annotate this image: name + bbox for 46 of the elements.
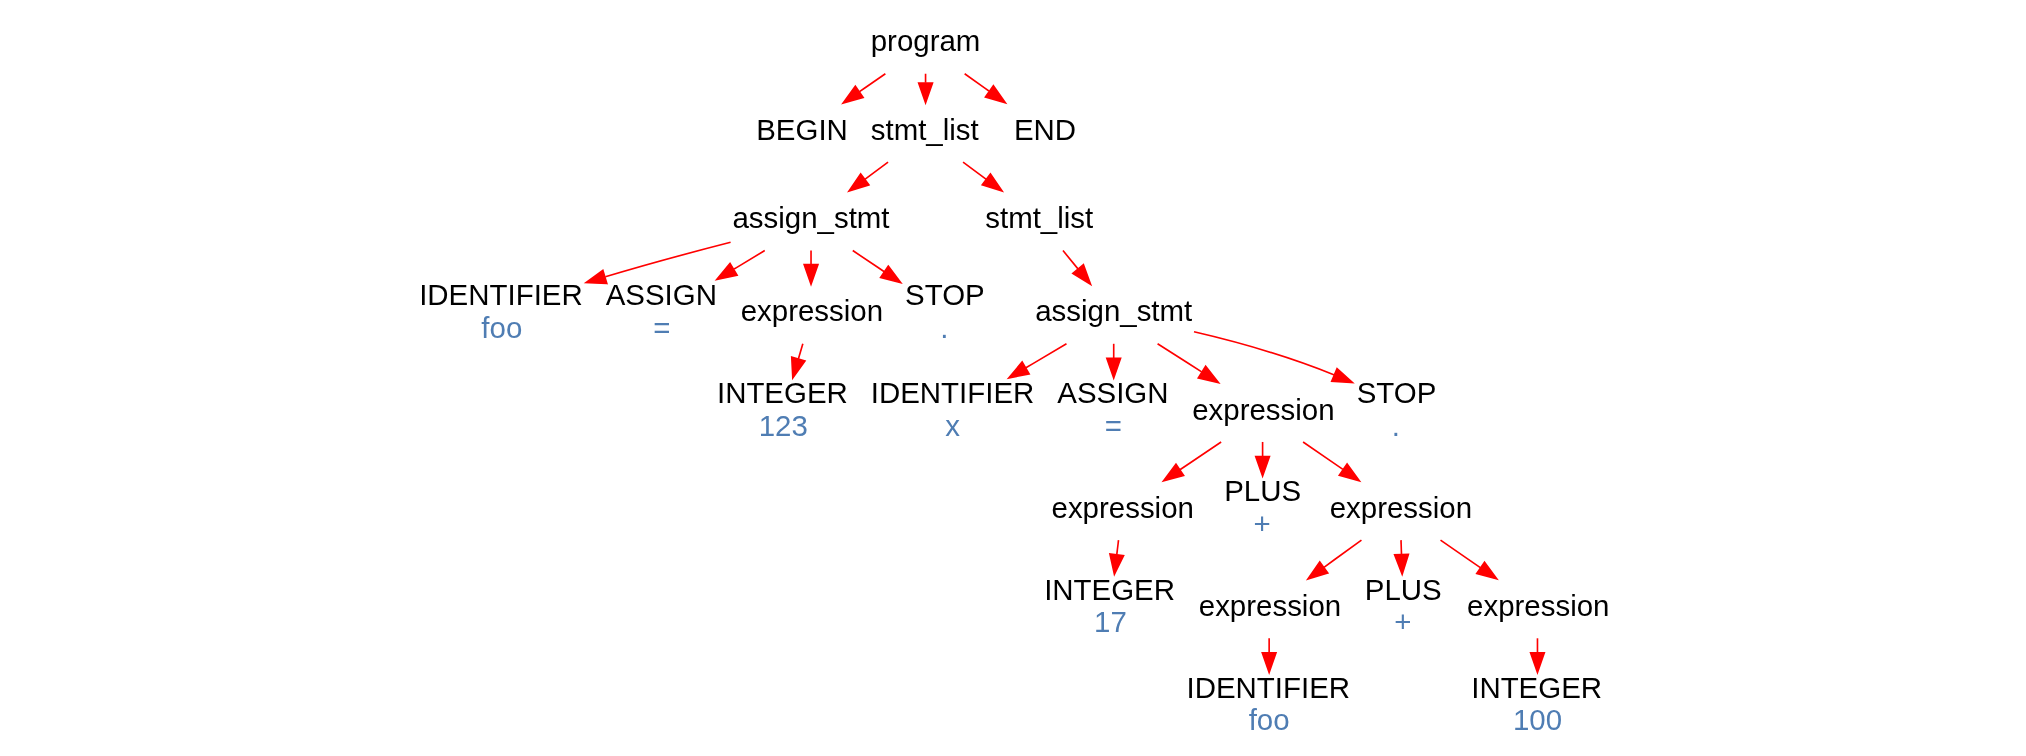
arrow	[1108, 539, 1125, 577]
arrow	[1156, 342, 1221, 384]
arrow	[1006, 342, 1067, 380]
arrow	[963, 72, 1007, 105]
arrow	[714, 249, 766, 281]
node-text: PLUS +	[1223, 474, 1301, 541]
arrow	[1392, 539, 1409, 577]
node-text: program	[870, 24, 980, 58]
arrow	[846, 161, 889, 193]
node-text: STOP .	[1356, 376, 1436, 442]
node-text: IDENTIFIER x	[870, 376, 1034, 442]
arrow	[1160, 441, 1222, 483]
arrow	[1301, 441, 1361, 483]
node-text: assign_stmt	[1034, 294, 1192, 328]
node-text: stmt_list	[984, 201, 1093, 235]
node-text: INTEGER 17	[1043, 572, 1175, 639]
arrow	[1105, 342, 1122, 381]
arrow	[1061, 249, 1092, 287]
arrow	[1192, 331, 1355, 384]
node-text: expression	[740, 294, 883, 328]
node-text: INTEGER 123	[716, 376, 848, 442]
arrow	[1260, 637, 1277, 675]
node-text: ASSIGN =	[1056, 376, 1169, 442]
node-text: expression	[1466, 588, 1609, 622]
node-text: END	[1013, 112, 1076, 146]
arrow	[1439, 539, 1499, 581]
arrow	[790, 342, 806, 381]
node-text: IDENTIFIER foo	[1186, 670, 1350, 737]
node-text: ASSIGN =	[605, 278, 717, 344]
node-text: stmt_list	[870, 112, 979, 146]
node-text: BEGIN	[755, 112, 848, 146]
arrow	[583, 241, 731, 285]
arrow	[1305, 539, 1362, 581]
node-text: PLUS +	[1364, 572, 1442, 639]
arrow	[840, 72, 886, 105]
node-text: STOP .	[904, 278, 985, 344]
node-text: assign_stmt	[732, 201, 890, 235]
arrow	[851, 249, 903, 285]
node-text: expression	[1191, 392, 1335, 426]
node-text: expression	[1329, 490, 1472, 524]
node-text: IDENTIFIER foo	[418, 278, 583, 344]
node-text: expression	[1051, 490, 1194, 524]
arrow	[802, 249, 819, 287]
arrow	[961, 161, 1004, 193]
node-text: expression	[1198, 588, 1341, 622]
node-text: INTEGER 100	[1470, 670, 1602, 737]
